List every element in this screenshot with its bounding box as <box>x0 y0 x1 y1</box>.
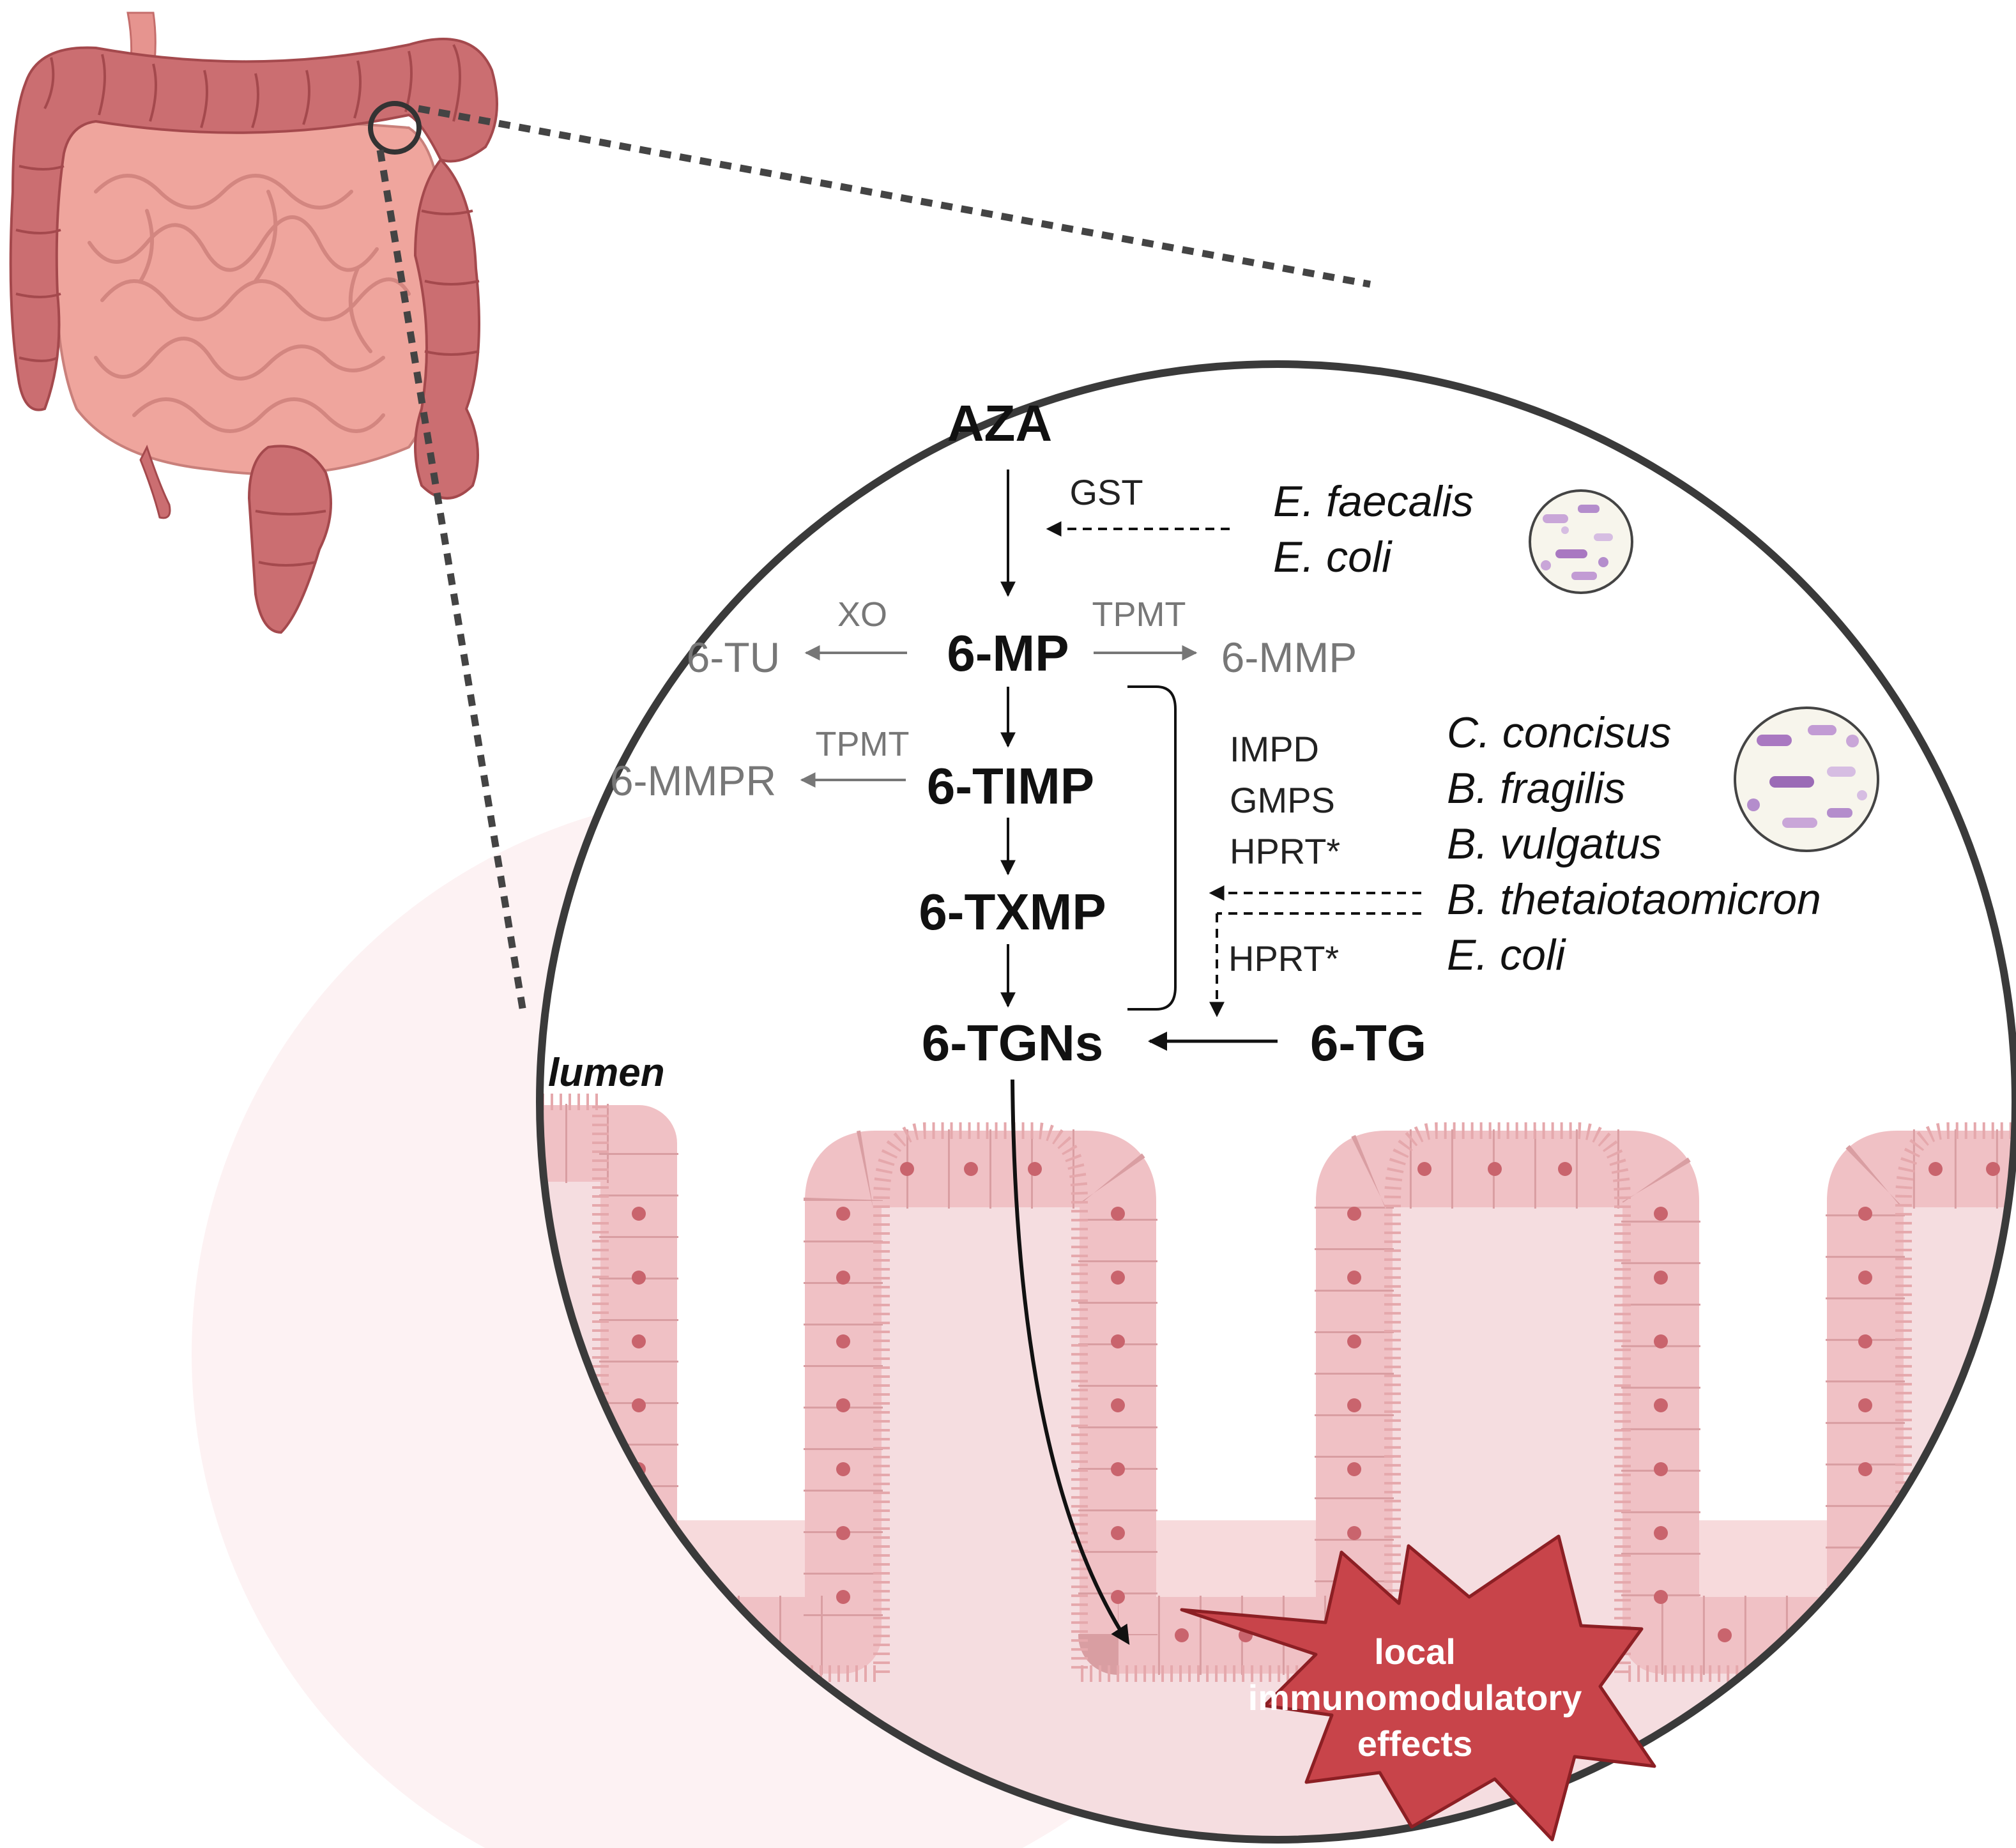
bacteria-icon-1 <box>1529 489 1633 594</box>
effects-burst: local immunomodulatory effects <box>1180 1534 1656 1842</box>
bacteria-1-efaecalis: E. faecalis <box>1273 477 1474 526</box>
node-6timp: 6-TIMP <box>927 758 1094 814</box>
enzyme-hprt-group: HPRT* <box>1230 831 1340 871</box>
bacteria-2-ecoli: E. coli <box>1447 931 1566 979</box>
node-6txmp: 6-TXMP <box>919 883 1106 940</box>
effects-line-2: immunomodulatory <box>1248 1677 1582 1718</box>
enzyme-tpmt-mp: TPMT <box>1092 595 1186 634</box>
enzyme-gst: GST <box>1069 472 1143 512</box>
zoom-line-top <box>418 105 1371 288</box>
node-6tu: 6-TU <box>687 634 781 681</box>
node-6mmp: 6-MMP <box>1221 634 1357 681</box>
bacteria-2-btheta: B. thetaiotaomicron <box>1447 875 1821 924</box>
node-6mp: 6-MP <box>947 625 1069 682</box>
node-6mmpr: 6-MMPR <box>610 757 776 804</box>
magnified-circle-outline <box>536 360 2016 1844</box>
node-aza: AZA <box>947 395 1052 452</box>
zoom-marker-circle <box>368 101 422 155</box>
node-6tgns: 6-TGNs <box>922 1014 1104 1071</box>
arrows <box>800 470 1421 1646</box>
bacteria-1-ecoli: E. coli <box>1273 533 1393 581</box>
effects-line-1: local <box>1374 1631 1456 1672</box>
enzyme-hprt-tg: HPRT* <box>1228 938 1339 979</box>
enzyme-impd: IMPD <box>1230 729 1319 769</box>
zoom-line-left <box>376 149 528 1016</box>
enzyme-gmps: GMPS <box>1230 780 1335 820</box>
bacteria-2-bfragilis: B. fragilis <box>1447 764 1626 813</box>
bacteria-2-cconcisus: C. concisus <box>1447 708 1671 757</box>
bacteria-icon-2 <box>1734 706 1879 852</box>
intestine-illustration <box>9 11 498 634</box>
enzyme-tpmt-timp: TPMT <box>816 725 910 763</box>
enzyme-xo: XO <box>837 595 887 634</box>
effects-line-3: effects <box>1357 1723 1473 1764</box>
bacteria-2-bvulgatus: B. vulgatus <box>1447 820 1661 868</box>
lumen-label: lumen <box>548 1051 665 1095</box>
node-6tg: 6-TG <box>1310 1014 1426 1071</box>
